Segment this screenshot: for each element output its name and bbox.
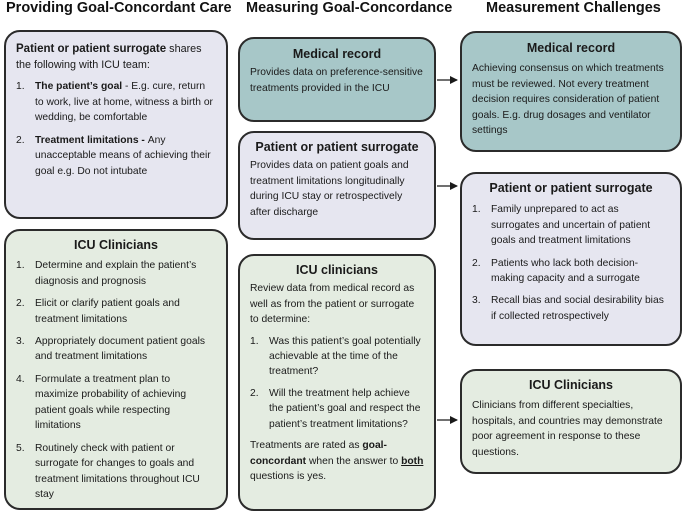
measuring-patient-text: Provides data on patient goals and treat… [250, 160, 409, 218]
list-item: 2. Treatment limitations - Any unaccepta… [16, 134, 211, 177]
challenges-patient-list: 1.Family unprepared to act as surrogates… [472, 202, 670, 324]
providing-patient-lead: Patient or patient surrogate shares the … [16, 41, 216, 73]
list-item: 2.Will the treatment help achieve the pa… [250, 387, 421, 430]
list-item: 1.Determine and explain the patient’s di… [16, 260, 197, 287]
challenges-medical-box: Medical record Achieving consensus on wh… [460, 31, 682, 152]
providing-clinicians-title: ICU Clinicians [73, 238, 159, 252]
list-item: 3.Recall bias and social desirability bi… [472, 295, 664, 322]
measuring-clinicians-box: ICU clinicians Review data from medical … [238, 254, 436, 511]
measuring-patient-title: Patient or patient surrogate [255, 140, 419, 154]
challenges-medical-title: Medical record [526, 41, 616, 55]
challenges-clinicians-text: Clinicians from different specialties, h… [472, 400, 663, 458]
measuring-medical-text: Provides data on preference-sensitive tr… [250, 67, 423, 94]
list-item: 2.Elicit or clarify patient goals and tr… [16, 298, 180, 325]
measuring-medical-title: Medical record [292, 47, 382, 61]
challenges-clinicians-title: ICU Clinicians [528, 378, 614, 392]
measuring-clinicians-title: ICU clinicians [296, 263, 378, 277]
challenges-patient-box: Patient or patient surrogate 1.Family un… [460, 172, 682, 346]
providing-clinicians-list: 1.Determine and explain the patient’s di… [16, 258, 216, 502]
header-measuring: Measuring Goal-Concordance [246, 0, 453, 16]
challenges-medical-text: Achieving consensus on which treatments … [472, 63, 664, 136]
header-challenges: Measurement Challenges [486, 0, 661, 16]
challenges-patient-title: Patient or patient surrogate [489, 181, 653, 195]
list-item: 1.Was this patient’s goal potentially ac… [250, 335, 421, 378]
measuring-patient-box: Patient or patient surrogate Provides da… [238, 131, 436, 240]
list-item: 1.Family unprepared to act as surrogates… [472, 204, 651, 247]
measuring-clinicians-intro: Review data from medical record as well … [250, 283, 415, 326]
challenges-clinicians-box: ICU Clinicians Clinicians from different… [460, 369, 682, 474]
list-item: 3.Appropriately document patient goals a… [16, 336, 206, 363]
measuring-clinicians-list: 1.Was this patient’s goal potentially ac… [250, 334, 424, 433]
providing-patient-list: 1. The patient’s goal - E.g. cure, retur… [16, 79, 216, 179]
header-providing-care: Providing Goal-Concordant Care [6, 0, 232, 16]
measuring-clinicians-footer: Treatments are rated as goal-concordant … [250, 440, 424, 483]
list-item: 5.Routinely check with patient or surrog… [16, 442, 200, 500]
list-item: 4.Formulate a treatment plan to maximize… [16, 373, 187, 432]
providing-patient-lead-rest: shares the following with ICU team: [16, 43, 202, 71]
providing-patient-box: Patient or patient surrogate shares the … [4, 30, 228, 219]
providing-clinicians-box: ICU Clinicians 1.Determine and explain t… [4, 229, 228, 510]
measuring-medical-box: Medical record Provides data on preferen… [238, 37, 436, 122]
list-item: 1. The patient’s goal - E.g. cure, retur… [16, 81, 213, 124]
list-item: 2.Patients who lack both decision-making… [472, 257, 640, 284]
providing-patient-lead-bold: Patient or patient surrogate [16, 43, 167, 55]
